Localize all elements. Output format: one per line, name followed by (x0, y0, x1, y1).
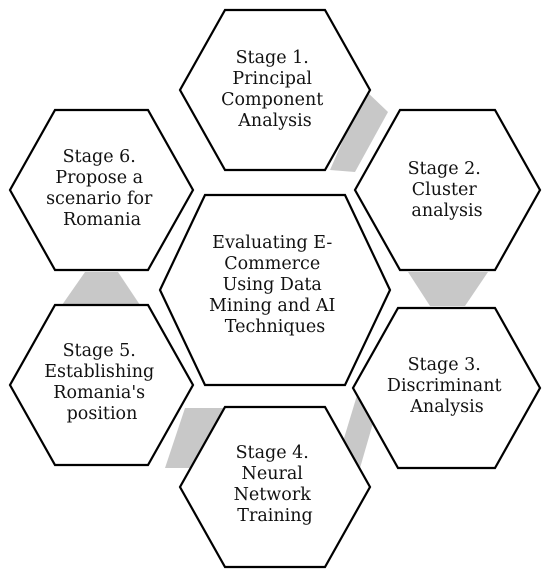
hex-stage-6: Stage 6. Propose a scenario for Romania (8, 108, 195, 272)
hex-stage-1: Stage 1. Principal Component Analysis (178, 8, 372, 172)
stage-6-line-4: Romania (63, 210, 141, 230)
center-title-line-2: Commerce (224, 254, 320, 274)
stage-6-line-3: scenario for (46, 189, 153, 209)
stage-5-line-1: Stage 5. (63, 341, 136, 361)
hex-stage-4-shape (178, 405, 372, 569)
hex-stage-4: Stage 4. Neural Network Training (178, 405, 372, 569)
stage-3-label: Stage 3. Discriminant Analysis (387, 355, 507, 417)
connector-stage5-stage6 (62, 272, 140, 305)
hex-stage-5-shape (8, 303, 195, 467)
connector-stage1-stage2 (330, 90, 388, 172)
hex-stage-2: Stage 2. Cluster analysis (353, 108, 542, 272)
hex-center: Evaluating E- Commerce Using Data Mining… (158, 193, 392, 387)
stage-4-line-3: Network (234, 485, 312, 505)
stage-2-line-1: Stage 2. (408, 159, 481, 179)
center-title-line-3: Using Data (223, 275, 322, 295)
stage-6-line-2: Propose a (55, 168, 143, 188)
connector-stage2-stage3 (408, 272, 488, 306)
center-title-line-1: Evaluating E- (212, 233, 332, 253)
stage-2-label: Stage 2. Cluster analysis (408, 159, 487, 221)
center-title: Evaluating E- Commerce Using Data Mining… (209, 233, 341, 337)
hex-stage-5: Stage 5. Establishing Romania's position (8, 303, 195, 467)
stage-3-line-1: Stage 3. (408, 355, 481, 375)
stage-5-line-2: Establishing (44, 362, 154, 382)
stage-2-line-2: Cluster (412, 180, 478, 200)
stage-1-line-4: Analysis (237, 111, 311, 131)
stage-6-line-1: Stage 6. (63, 147, 136, 167)
stage-1-line-2: Principal (232, 69, 312, 89)
hex-stage-2-shape (353, 108, 542, 272)
stage-6-label: Stage 6. Propose a scenario for Romania (46, 147, 158, 230)
hex-stage-3: Stage 3. Discriminant Analysis (351, 306, 542, 470)
stage-1-label: Stage 1. Principal Component Analysis (221, 48, 329, 131)
stage-5-line-3: Romania's (53, 383, 145, 403)
stage-5-label: Stage 5. Establishing Romania's position (44, 341, 160, 424)
stage-1-line-1: Stage 1. (236, 48, 309, 68)
stage-3-line-3: Analysis (409, 397, 483, 417)
stage-2-line-3: analysis (411, 201, 482, 221)
hex-center-shape (158, 193, 392, 387)
stage-5-line-4: position (67, 404, 138, 424)
hex-stage-1-shape (178, 8, 372, 172)
hex-stage-3-shape (351, 306, 542, 470)
stage-4-line-4: Training (237, 506, 312, 526)
hexagon-layer: Evaluating E- Commerce Using Data Mining… (8, 8, 542, 569)
hex-stage-6-shape (8, 108, 195, 272)
stage-3-line-2: Discriminant (387, 376, 502, 396)
stage-4-line-1: Stage 4. (236, 443, 309, 463)
stage-4-label: Stage 4. Neural Network Training (234, 443, 317, 526)
stage-4-line-2: Neural (242, 464, 304, 484)
center-title-line-5: Techniques (225, 317, 325, 337)
stage-1-line-3: Component (221, 90, 323, 110)
center-title-line-4: Mining and AI (209, 296, 335, 316)
